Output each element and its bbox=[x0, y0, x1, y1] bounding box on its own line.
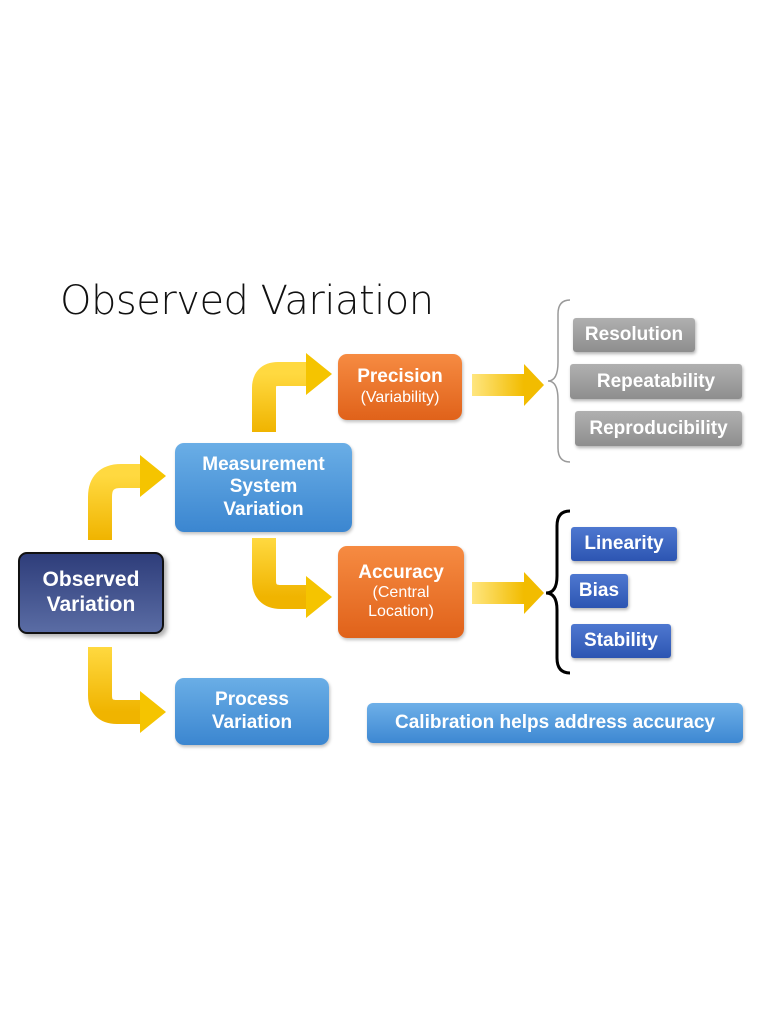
arrow-head bbox=[524, 364, 544, 406]
calibration-note: Calibration helps address accuracy bbox=[367, 703, 743, 743]
arrow-precision-to-items bbox=[472, 374, 524, 396]
arrow-measurement-to-accuracy bbox=[252, 538, 306, 609]
bias-tag: Bias bbox=[570, 574, 628, 608]
arrow-head bbox=[306, 576, 332, 618]
resolution-tag: Resolution bbox=[573, 318, 695, 352]
node-label: Process bbox=[215, 689, 289, 711]
node-label: System bbox=[229, 476, 298, 498]
node-label: Measurement bbox=[202, 453, 325, 475]
measurement-system-variation-node: Measurement System Variation bbox=[175, 443, 352, 532]
observed-variation-node: Observed Variation bbox=[18, 552, 164, 634]
node-label: Variation bbox=[46, 593, 136, 616]
node-label: Variation bbox=[211, 711, 293, 733]
node-sublabel: (Central bbox=[372, 584, 430, 602]
node-sublabel: Location) bbox=[368, 603, 434, 621]
repeatability-tag: Repeatability bbox=[570, 364, 742, 399]
arrow-head bbox=[524, 572, 544, 614]
precision-node: Precision (Variability) bbox=[338, 354, 462, 420]
accuracy-node: Accuracy (Central Location) bbox=[338, 546, 464, 638]
arrow-observed-to-measurement bbox=[88, 464, 140, 540]
precision-brace bbox=[547, 299, 571, 463]
node-label: Observed bbox=[42, 568, 140, 592]
arrow-head bbox=[140, 691, 166, 733]
node-sublabel: (Variability) bbox=[360, 388, 440, 406]
node-label: Accuracy bbox=[358, 561, 444, 583]
node-label: Precision bbox=[357, 366, 443, 388]
accuracy-brace bbox=[545, 509, 571, 675]
arrow-head bbox=[306, 353, 332, 395]
arrow-accuracy-to-items bbox=[472, 582, 524, 604]
stability-tag: Stability bbox=[571, 624, 671, 658]
arrow-observed-to-process bbox=[88, 647, 140, 724]
page-title: Observed Variation bbox=[60, 278, 434, 324]
node-label: Variation bbox=[223, 498, 304, 520]
linearity-tag: Linearity bbox=[571, 527, 677, 561]
arrow-head bbox=[140, 455, 166, 497]
reproducibility-tag: Reproducibility bbox=[575, 411, 742, 446]
arrow-measurement-to-precision bbox=[252, 362, 306, 432]
process-variation-node: Process Variation bbox=[175, 678, 329, 745]
